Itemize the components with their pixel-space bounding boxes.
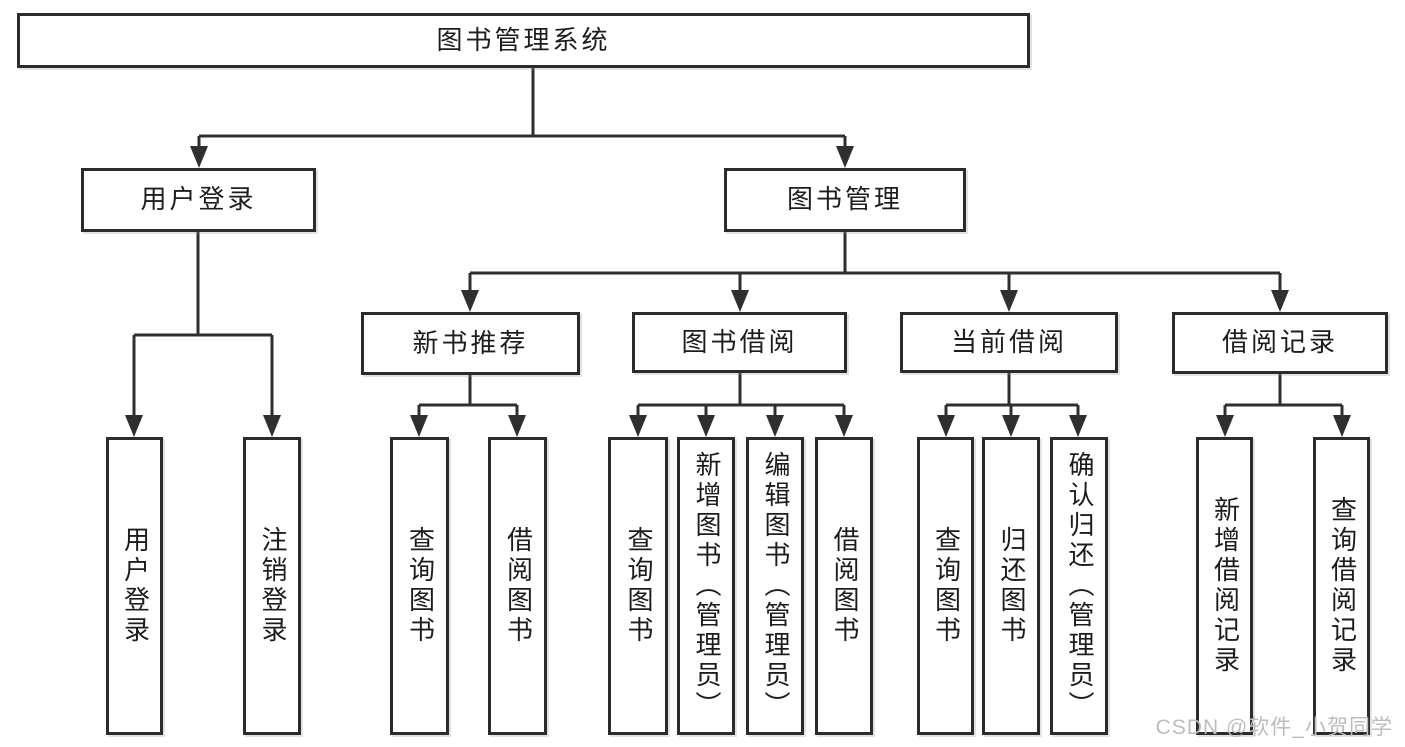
node-book-management: 图书管理 (724, 168, 966, 232)
leaf-borrow-books: 借阅图书 (815, 437, 873, 735)
leaf-logout: 注销登录 (243, 437, 301, 735)
node-label: 用户登录 (140, 185, 257, 214)
node-borrowing-records: 借阅记录 (1172, 312, 1388, 374)
node-user-login: 用户登录 (81, 168, 316, 232)
leaf-confirm-return-admin: 确认归还（管理员） (1050, 437, 1108, 735)
leaf-query-books-current: 查询图书 (917, 437, 974, 735)
node-current-borrowing: 当前借阅 (900, 312, 1118, 373)
leaf-label: 用户登录 (120, 526, 150, 646)
leaf-label: 查询图书 (624, 526, 653, 646)
leaf-label: 编辑图书（管理员） (761, 451, 790, 721)
node-label: 借阅记录 (1221, 328, 1338, 357)
leaf-edit-book-admin: 编辑图书（管理员） (746, 437, 804, 735)
leaf-return-books: 归还图书 (982, 437, 1040, 735)
leaf-query-books-borrowing: 查询图书 (608, 437, 668, 735)
leaf-label: 借阅图书 (503, 526, 533, 646)
leaf-label: 新增借阅记录 (1210, 496, 1240, 676)
csdn-watermark: CSDN @软件_小贺同学 (1155, 716, 1393, 739)
leaf-label: 确认归还（管理员） (1065, 451, 1094, 721)
node-label: 图书管理系统 (436, 25, 611, 55)
leaf-label: 归还图书 (997, 526, 1026, 646)
node-label: 新书推荐 (412, 328, 529, 358)
node-label: 当前借阅 (950, 327, 1067, 357)
node-new-book-recommendation: 新书推荐 (361, 312, 580, 375)
leaf-add-borrow-record: 新增借阅记录 (1196, 437, 1253, 735)
node-label: 图书借阅 (681, 327, 798, 357)
leaf-add-book-admin: 新增图书（管理员） (677, 437, 735, 735)
leaf-label: 查询借阅记录 (1327, 496, 1357, 676)
leaf-label: 借阅图书 (830, 526, 859, 646)
leaf-query-borrow-record: 查询借阅记录 (1313, 437, 1370, 735)
leaf-borrow-books-recommend: 借阅图书 (488, 437, 547, 735)
leaf-query-books-recommend: 查询图书 (390, 437, 449, 735)
leaf-label: 查询图书 (405, 526, 435, 646)
node-book-borrowing: 图书借阅 (632, 312, 847, 373)
leaf-label: 新增图书（管理员） (692, 451, 721, 721)
leaf-label: 查询图书 (931, 526, 961, 646)
node-library-management-system: 图书管理系统 (17, 13, 1030, 68)
node-label: 图书管理 (786, 185, 903, 214)
leaf-user-login: 用户登录 (106, 437, 163, 735)
leaf-label: 注销登录 (258, 526, 287, 646)
